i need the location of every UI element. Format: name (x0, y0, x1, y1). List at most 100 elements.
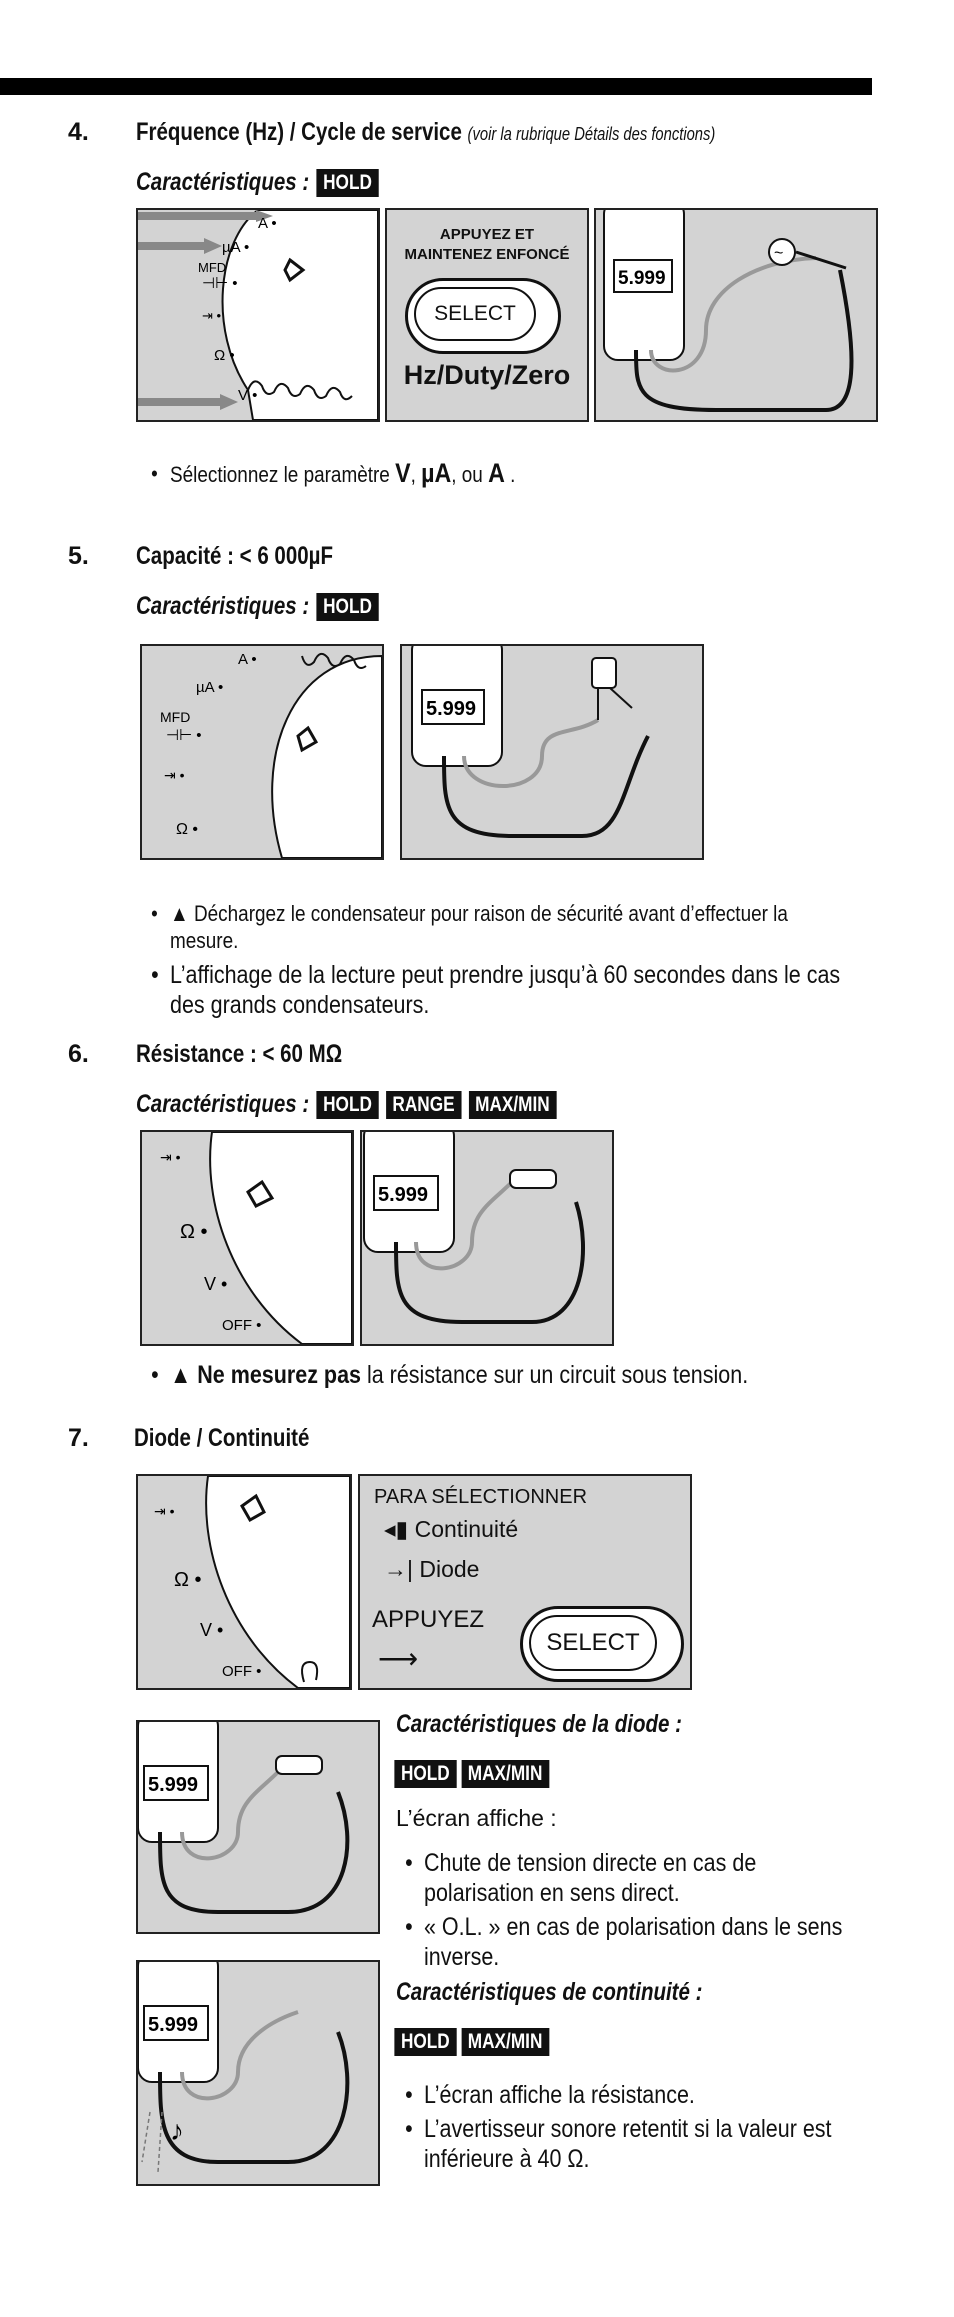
section-4-title-text: Fréquence (Hz) / Cycle de service (136, 118, 462, 146)
continuity-option: ◂▮ Continuité (384, 1516, 519, 1542)
bullet-bold: Ne mesurez pas (197, 1361, 361, 1389)
dial-label-A: A • (258, 215, 277, 232)
dial-label-ohm: Ω • (214, 347, 235, 364)
max-min-badge: MAX/MIN (468, 1090, 557, 1119)
diode-icon: ⇥ • (160, 1149, 181, 1165)
features-label: Caractéristiques : (136, 1090, 310, 1118)
diode-bullet-2: •« O.L. » en cas de polarisation dans le… (405, 1913, 843, 1971)
resistor-icon (509, 1169, 557, 1189)
dial-label-mfd: MFD (160, 709, 190, 725)
section-5-bullet-1: • ▲ Déchargez le condensateur pour raiso… (151, 901, 788, 953)
meter-resistance-illustration: 5.999 (362, 1132, 612, 1344)
dial-label-V: V • (204, 1274, 227, 1294)
section-6-bullet: • ▲ Ne mesurez pas la résistance sur un … (151, 1361, 749, 1389)
dial-panel-diode: ⇥ • Ω • V • OFF • (136, 1474, 352, 1690)
press-hold-line1: APPUYEZ ET (439, 226, 535, 243)
dial-label-mfd: MFD (198, 260, 226, 275)
dial-label-A: A • (238, 651, 257, 668)
continuity-features-label: Caractéristiques de continuité : (396, 1978, 703, 2006)
dial-illustration: ⇥ • Ω • V • OFF • (142, 1132, 352, 1344)
dial-illustration: ⇥ • Ω • V • OFF • (138, 1476, 350, 1688)
svg-text:~: ~ (774, 245, 783, 262)
dial-label-V: V • (238, 387, 257, 404)
section-4-number: 4. (68, 118, 89, 146)
dial-label-off: OFF • (222, 1663, 261, 1680)
hold-badge: HOLD (316, 1090, 379, 1119)
svg-text:5.999: 5.999 (148, 1774, 198, 1796)
section-6-features: Caractéristiques : HOLD RANGE MAX/MIN (136, 1090, 557, 1119)
param-a: A (488, 458, 505, 488)
hold-badge: HOLD (394, 2028, 457, 2056)
bullet-text: la résistance sur un circuit sous tensio… (360, 1361, 749, 1389)
dial-label-V: V • (200, 1620, 223, 1640)
arrow-right-icon: ⟶ (378, 1643, 419, 1674)
music-note-icon: ♪ (170, 2115, 184, 2146)
param-ua: µA (421, 458, 452, 488)
select-panel-diode: PARA SÉLECTIONNER ◂▮ Continuité →| Diode… (358, 1474, 692, 1690)
diode-icon: ⇥ • (202, 308, 222, 323)
meter-panel-capacitance: 5.999 (400, 644, 704, 860)
speaker-icon: ◂▮ (384, 1516, 409, 1542)
dial-label-ohm: Ω • (180, 1221, 208, 1243)
meter-panel-diode: 5.999 (136, 1720, 380, 1934)
diode-option: →| Diode (384, 1556, 480, 1582)
dial-panel-capacitance: A • µA • MFD ⊣⊢ • ⇥ • Ω • (140, 644, 384, 860)
svg-text:5.999: 5.999 (426, 698, 476, 720)
diode-icon: →| (384, 1556, 413, 1582)
diode-badges: HOLD MAX/MIN (387, 1760, 549, 1788)
dial-label-ohm: Ω • (176, 821, 198, 838)
dial-pointer-icon (246, 1179, 275, 1208)
select-button[interactable]: SELECT (529, 1615, 657, 1671)
diode-component-icon (275, 1755, 323, 1775)
select-button-outer[interactable]: SELECT (520, 1606, 684, 1682)
continuity-bullet-1: •L’écran affiche la résistance. (405, 2081, 695, 2109)
select-button[interactable]: SELECT (414, 287, 536, 341)
hold-badge: HOLD (394, 1760, 457, 1788)
bullet-prefix: Sélectionnez le paramètre (170, 462, 390, 487)
max-min-badge: MAX/MIN (461, 2028, 549, 2056)
range-badge: RANGE (385, 1090, 462, 1119)
hold-badge: HOLD (316, 592, 379, 621)
diode-features-label: Caractéristiques de la diode : (396, 1710, 682, 1738)
diode-bullet-1: •Chute de tension directe en cas de pola… (405, 1849, 757, 1907)
select-button-outer[interactable]: SELECT (405, 278, 561, 354)
bullet-text: L’affichage de la lecture peut prendre j… (170, 961, 841, 1019)
svg-text:⊣⊢ •: ⊣⊢ • (166, 727, 202, 744)
svg-text:5.999: 5.999 (378, 1184, 428, 1206)
meter-panel-frequency: 5.999 ~ (594, 208, 878, 422)
top-rule (0, 78, 872, 95)
dial-panel-frequency: A • µA • MFD ⊣⊢ • ⇥ • Ω • V • (136, 208, 380, 422)
ac-source-icon (768, 238, 796, 266)
diode-screen-label: L’écran affiche : (396, 1805, 557, 1831)
warning-icon: ▲ (170, 901, 189, 926)
section-7-number: 7. (68, 1424, 89, 1452)
dial-label-uA: µA • (196, 679, 223, 696)
dial-pointer-icon (283, 257, 306, 283)
svg-text:5.999: 5.999 (618, 268, 666, 289)
dial-label-off: OFF • (222, 1317, 261, 1334)
section-6-number: 6. (68, 1040, 89, 1068)
diode-icon: ⇥ • (164, 767, 185, 783)
hz-duty-zero-label: Hz/Duty/Zero (403, 360, 571, 390)
capacitor-icon (591, 657, 617, 689)
appuyez-label: APPUYEZ (372, 1606, 485, 1633)
meter-frequency-illustration: 5.999 ~ (596, 210, 876, 420)
meter-panel-continuity: 5.999 ♪ (136, 1960, 380, 2186)
section-4-note: (voir la rubrique Détails des fonctions) (467, 124, 716, 144)
para-selectionner: PARA SÉLECTIONNER (374, 1486, 588, 1508)
meter-capacitance-illustration: 5.999 (402, 646, 702, 858)
dial-label-uA: µA • (222, 239, 249, 256)
section-4-bullet: • Sélectionnez le paramètre V, µA, ou A … (151, 458, 516, 488)
warning-icon: ▲ (170, 1361, 192, 1389)
dial-illustration: A • µA • MFD ⊣⊢ • ⇥ • Ω • (142, 646, 382, 858)
diode-icon: ⇥ • (154, 1503, 175, 1519)
meter-panel-resistance: 5.999 (360, 1130, 614, 1346)
dial-panel-resistance: ⇥ • Ω • V • OFF • (140, 1130, 354, 1346)
dial-pointer-icon (296, 725, 319, 753)
section-4-features: Caractéristiques : HOLD (136, 168, 379, 197)
dial-label-ohm: Ω • (174, 1569, 202, 1591)
bullet-text: Déchargez le condensateur pour raison de… (170, 901, 788, 953)
features-label: Caractéristiques : (136, 168, 310, 196)
section-6-title: Résistance : < 60 MΩ (136, 1040, 343, 1068)
section-4-title: Fréquence (Hz) / Cycle de service (voir … (136, 118, 715, 147)
